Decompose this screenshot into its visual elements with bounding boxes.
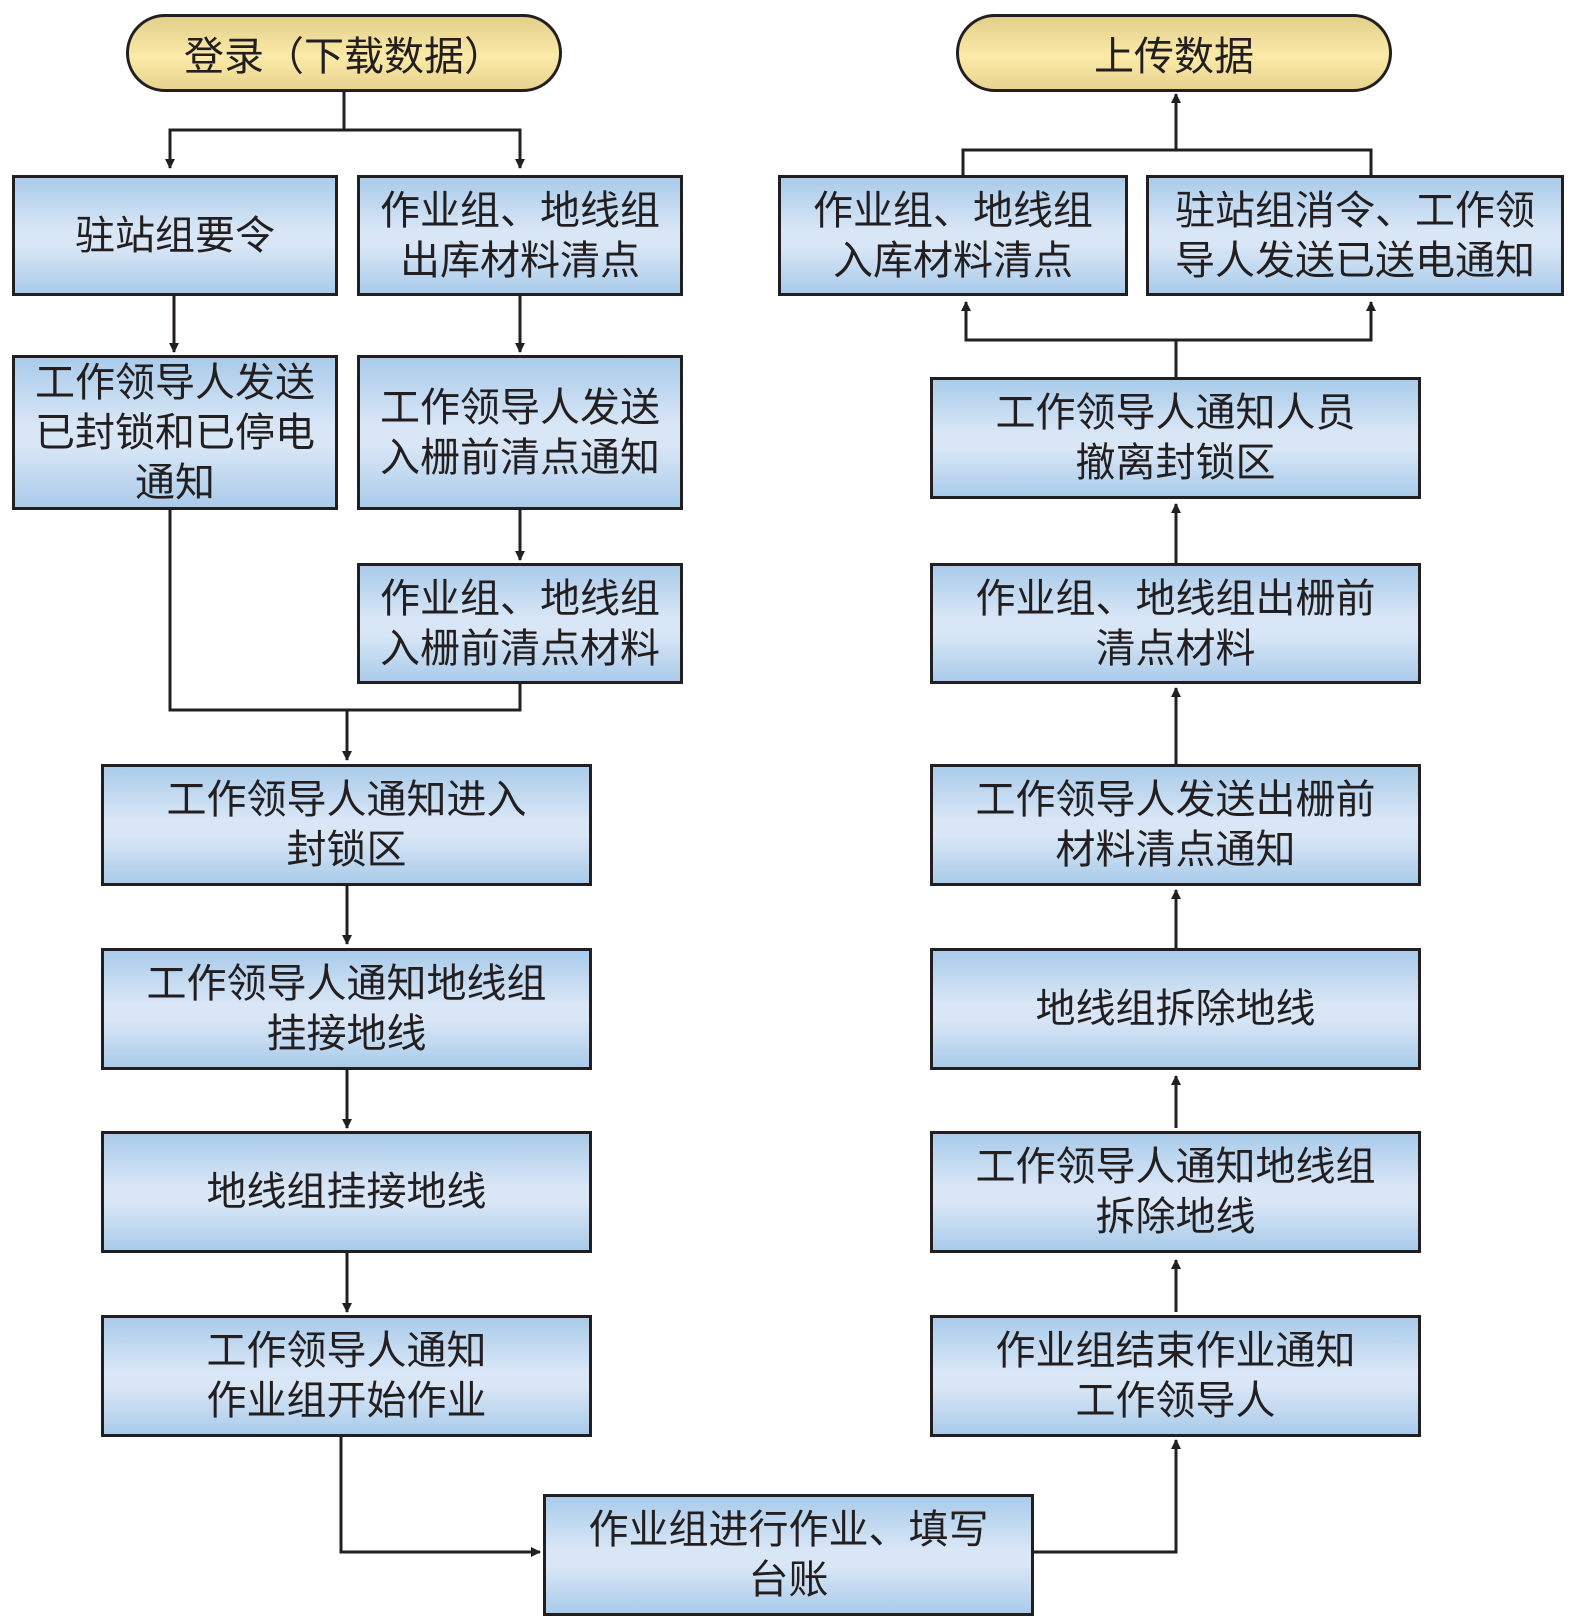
end-label: 上传数据 bbox=[1094, 34, 1254, 80]
node-end-work: 作业组结束作业通知 工作领导人 bbox=[930, 1315, 1421, 1437]
node-label: 工作领导人通知进入 封锁区 bbox=[166, 777, 527, 873]
node-start-work: 工作领导人通知 作业组开始作业 bbox=[101, 1315, 592, 1437]
node-label: 作业组结束作业通知 工作领导人 bbox=[995, 1328, 1356, 1424]
node-label: 工作领导人发送 已封锁和已停电 通知 bbox=[35, 359, 315, 506]
node-label: 驻站组消令、工作领 导人发送已送电通知 bbox=[1175, 187, 1535, 284]
node-label: 作业组进行作业、填写 台账 bbox=[588, 1507, 989, 1603]
node-label: 工作领导人通知人员 撤离封锁区 bbox=[995, 390, 1356, 486]
node-label: 驻站组要令 bbox=[75, 212, 275, 259]
node-do-work: 作业组进行作业、填写 台账 bbox=[543, 1494, 1034, 1616]
node-station-order: 驻站组要令 bbox=[12, 175, 338, 296]
node-label: 作业组、地线组出栅前 清点材料 bbox=[975, 575, 1376, 672]
node-blocked-notice: 工作领导人发送 已封锁和已停电 通知 bbox=[12, 355, 338, 510]
node-evacuate: 工作领导人通知人员 撤离封锁区 bbox=[930, 377, 1421, 499]
node-label: 作业组、地线组 入栅前清点材料 bbox=[380, 575, 660, 672]
node-label: 工作领导人发送出栅前 材料清点通知 bbox=[975, 777, 1376, 873]
node-label: 工作领导人通知地线组 拆除地线 bbox=[975, 1144, 1376, 1240]
node-exit-check: 作业组、地线组出栅前 清点材料 bbox=[930, 563, 1421, 684]
node-notify-remove-ground: 工作领导人通知地线组 拆除地线 bbox=[930, 1131, 1421, 1253]
node-pre-entry-check: 作业组、地线组 入栅前清点材料 bbox=[357, 563, 683, 684]
node-label: 工作领导人通知地线组 挂接地线 bbox=[146, 961, 547, 1057]
node-label: 作业组、地线组 出库材料清点 bbox=[380, 187, 660, 284]
node-label: 工作领导人发送 入栅前清点通知 bbox=[380, 384, 660, 481]
node-remove-ground: 地线组拆除地线 bbox=[930, 948, 1421, 1070]
edge-to-end bbox=[961, 94, 1373, 176]
start-label: 登录（下载数据） bbox=[184, 34, 504, 80]
edge-start-n2 bbox=[344, 128, 525, 169]
node-label: 工作领导人通知 作业组开始作业 bbox=[206, 1328, 487, 1424]
node-outbound-check: 作业组、地线组 出库材料清点 bbox=[357, 175, 683, 296]
node-attach-ground: 地线组挂接地线 bbox=[101, 1131, 592, 1253]
node-enter-zone: 工作领导人通知进入 封锁区 bbox=[101, 764, 592, 886]
node-cancel-order: 驻站组消令、工作领 导人发送已送电通知 bbox=[1146, 175, 1564, 296]
edge-n16-split bbox=[961, 301, 1178, 378]
edge-n3-merge bbox=[168, 510, 522, 712]
edge-start-split bbox=[165, 92, 346, 169]
edge-n16-n18 bbox=[1176, 301, 1376, 342]
node-notify-ground: 工作领导人通知地线组 挂接地线 bbox=[101, 948, 592, 1070]
node-label: 作业组、地线组 入库材料清点 bbox=[813, 187, 1093, 284]
node-exit-check-notice: 工作领导人发送出栅前 材料清点通知 bbox=[930, 764, 1421, 886]
node-pre-entry-notice: 工作领导人发送 入栅前清点通知 bbox=[357, 355, 683, 510]
end-terminal: 上传数据 bbox=[956, 14, 1392, 92]
edge-n9-n10 bbox=[339, 1437, 541, 1557]
node-label: 地线组挂接地线 bbox=[206, 1169, 487, 1215]
edge-n10-n11 bbox=[1033, 1439, 1181, 1554]
start-terminal: 登录（下载数据） bbox=[126, 14, 562, 92]
node-inbound-check: 作业组、地线组 入库材料清点 bbox=[778, 175, 1128, 296]
node-label: 地线组拆除地线 bbox=[1035, 986, 1316, 1032]
